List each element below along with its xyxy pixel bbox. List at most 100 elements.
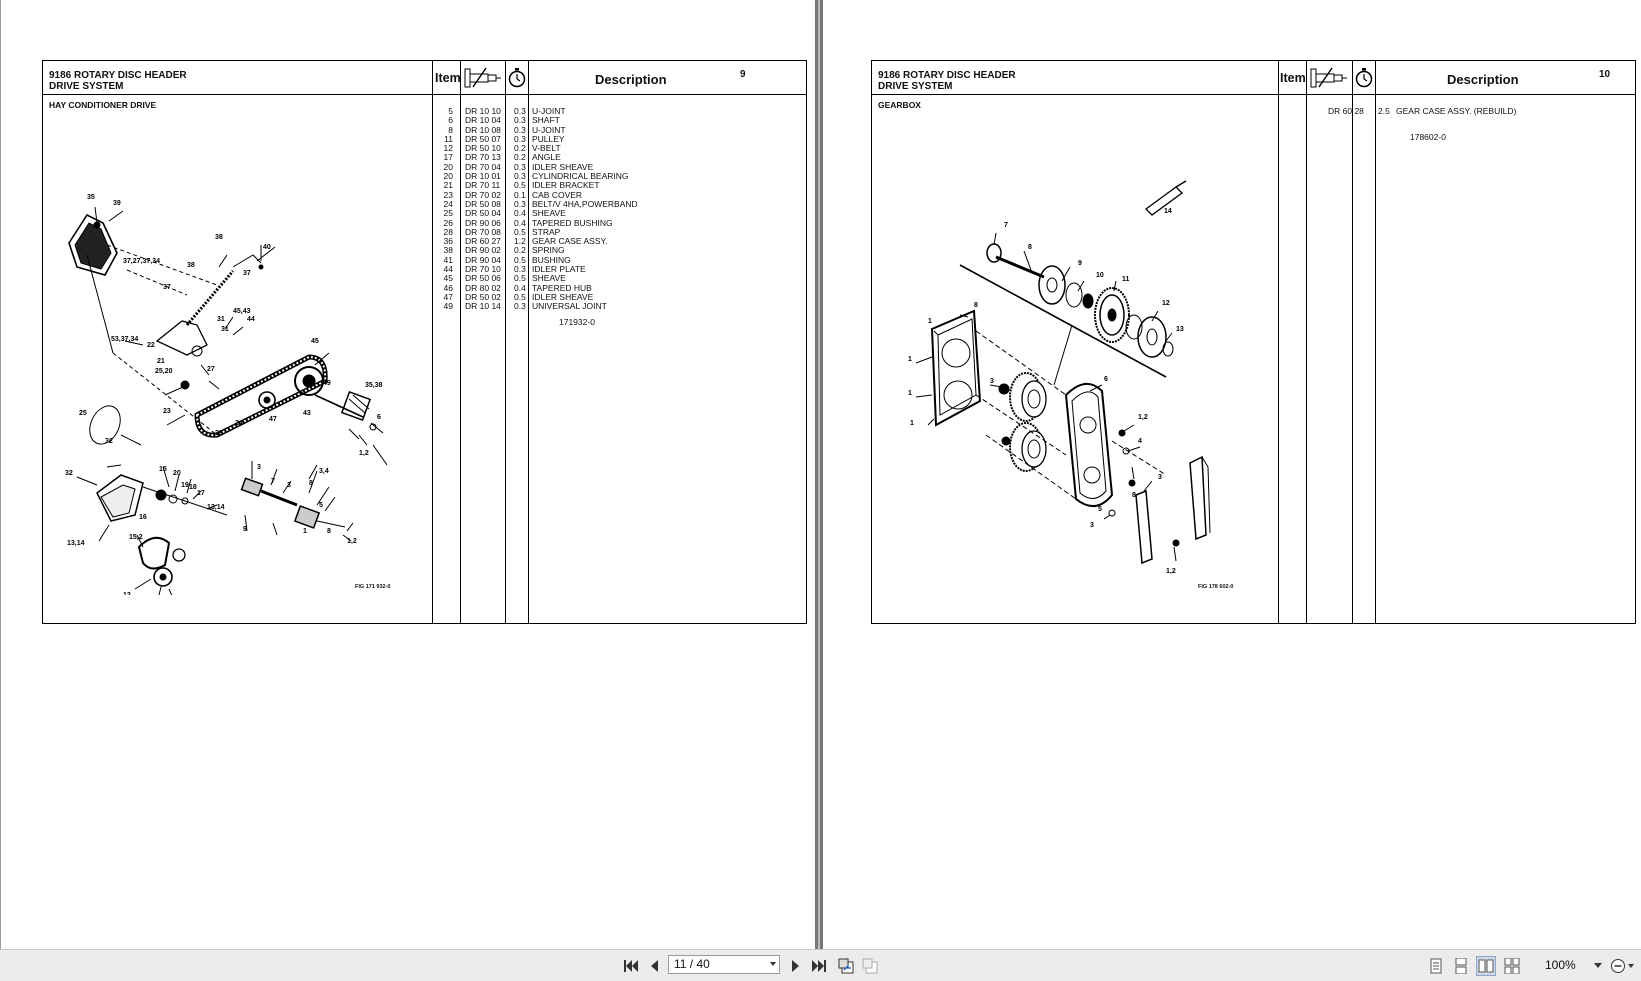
item-number: 38 [443, 245, 453, 256]
facing-pages-view-button[interactable] [1476, 956, 1496, 976]
zoom-dropdown-button[interactable] [1592, 956, 1604, 976]
svg-text:37: 37 [243, 270, 251, 277]
svg-text:24: 24 [235, 420, 243, 427]
svg-text:27: 27 [207, 366, 215, 373]
part-code: DR 10 10 [465, 106, 501, 116]
svg-text:1,2: 1,2 [347, 538, 357, 545]
column-divider [505, 61, 506, 623]
svg-text:3: 3 [287, 482, 291, 489]
svg-text:1,2: 1,2 [1138, 414, 1148, 421]
item-number: 49 [443, 301, 453, 312]
first-page-button[interactable] [621, 956, 641, 976]
header-title: 9186 ROTARY DISC HEADER DRIVE SYSTEM [49, 70, 187, 92]
labor-hours: 2.5 [1378, 106, 1390, 116]
svg-text:4: 4 [1138, 438, 1142, 445]
svg-text:13,14: 13,14 [67, 540, 85, 547]
labor-hours: 0.4 [514, 282, 526, 293]
figure-code: FIG 178 602-0 [1198, 584, 1234, 590]
svg-text:10: 10 [1096, 272, 1104, 279]
svg-text:31: 31 [217, 316, 225, 323]
svg-text:8: 8 [974, 302, 978, 309]
svg-text:1: 1 [908, 390, 912, 397]
part-description: TAPERED HUB [532, 282, 592, 293]
labor-hours: 0.5 [514, 254, 526, 265]
part-description: SHEAVE [532, 273, 566, 284]
next-view-button[interactable] [860, 956, 880, 976]
item-number: 25 [443, 208, 453, 219]
part-description: UNIVERSAL JOINT [532, 301, 607, 312]
zoom-level[interactable]: 100% [1545, 958, 1576, 972]
svg-text:23: 23 [163, 408, 171, 415]
previous-view-button[interactable] [836, 956, 856, 976]
part-description: IDLER SHEAVE [532, 291, 594, 302]
next-page-icon [792, 960, 799, 972]
part-description: BELT/V 4HA,POWERBAND [532, 198, 638, 209]
svg-text:17: 17 [197, 490, 205, 497]
page-number-input[interactable]: 11 / 40 [668, 955, 780, 974]
labor-hours: 0.1 [514, 189, 526, 200]
svg-text:31: 31 [221, 326, 229, 333]
svg-text:1: 1 [908, 356, 912, 363]
part-description: U-JOINT [532, 106, 566, 116]
zoom-out-button[interactable] [1608, 956, 1628, 976]
previous-page-button[interactable] [644, 956, 664, 976]
labor-hours: 0.3 [514, 161, 526, 172]
title-line-1: 9186 ROTARY DISC HEADER [49, 70, 187, 81]
zoom-menu-button[interactable] [1626, 956, 1636, 976]
description-column-header: Description [595, 72, 667, 87]
single-page-view-button[interactable] [1426, 956, 1446, 976]
svg-text:37: 37 [163, 284, 171, 291]
left-page: 9186 ROTARY DISC HEADER DRIVE SYSTEM HAY… [0, 0, 816, 949]
svg-text:38: 38 [215, 234, 223, 241]
item-number: 21 [443, 180, 453, 191]
item-number: 41 [443, 254, 453, 265]
part-code: DR 90 02 [465, 245, 501, 256]
item-number: 46 [443, 282, 453, 293]
svg-text:21: 21 [157, 358, 165, 365]
svg-text:3: 3 [1090, 522, 1094, 529]
header-title: 9186 ROTARY DISC HEADER DRIVE SYSTEM [878, 70, 1016, 92]
next-view-icon [862, 958, 878, 974]
column-divider [1352, 61, 1353, 623]
page-gutter [815, 0, 823, 949]
next-page-button[interactable] [786, 956, 806, 976]
labor-hours: 0.5 [514, 226, 526, 237]
svg-text:40: 40 [263, 244, 271, 251]
continuous-view-button[interactable] [1451, 956, 1471, 976]
item-number: 26 [443, 217, 453, 228]
svg-text:45,43: 45,43 [233, 308, 251, 315]
item-number: 23 [443, 189, 453, 200]
header-divider [872, 94, 1635, 95]
item-number: 8 [448, 124, 453, 135]
last-page-button[interactable] [809, 956, 829, 976]
svg-text:7: 7 [1004, 222, 1008, 229]
svg-text:3: 3 [1158, 474, 1162, 481]
svg-text:3: 3 [990, 378, 994, 385]
svg-text:16: 16 [139, 514, 147, 521]
svg-text:8: 8 [309, 480, 313, 487]
svg-text:47: 47 [269, 416, 277, 423]
svg-text:37,27,37,34: 37,27,37,34 [123, 258, 160, 265]
column-divider [432, 61, 433, 623]
svg-text:1,2: 1,2 [359, 450, 369, 457]
page-number: 9 [740, 69, 746, 80]
part-description: V-BELT [532, 143, 561, 154]
chevron-down-icon [1628, 964, 1634, 968]
svg-text:20: 20 [173, 470, 181, 477]
svg-text:25,20: 25,20 [155, 368, 173, 375]
svg-text:19: 19 [181, 482, 189, 489]
continuous-facing-view-button[interactable] [1502, 956, 1522, 976]
svg-text:13: 13 [1176, 326, 1184, 333]
figure-code: FIG 171 932-0 [355, 584, 391, 590]
item-number: 36 [443, 236, 453, 247]
